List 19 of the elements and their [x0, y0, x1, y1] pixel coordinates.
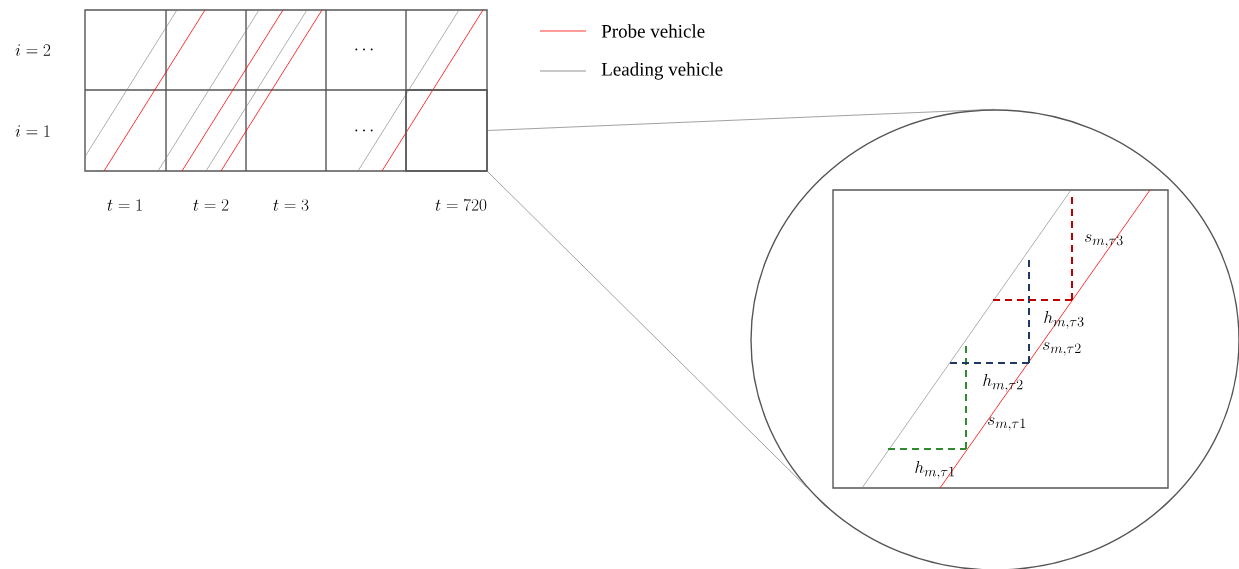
- variable-label: $s_{m,\tau 2}$: [1043, 342, 1081, 356]
- axis-label: $t = 3$: [273, 199, 309, 211]
- variable-label: $h_{m,\tau 2}$: [983, 373, 1023, 393]
- variable-label: $s_{m,\tau 3}$: [1085, 234, 1123, 248]
- axis-label: $t = 720$: [435, 198, 487, 211]
- legend-text: Leading vehicle: [601, 62, 723, 80]
- zoom-line: [487, 108, 996, 131]
- variable-label: $h_{m,\tau 3}$: [1044, 310, 1084, 330]
- axis-label: $i = 1$: [15, 125, 50, 137]
- axis-label: $t = 2$: [193, 199, 229, 211]
- ellipsis: $\cdots$: [355, 129, 373, 132]
- variable-label: $s_{m,\tau 1}$: [988, 417, 1026, 431]
- ellipsis: $\cdots$: [355, 48, 373, 51]
- variable-label: $h_{m,\tau 1}$: [915, 460, 954, 480]
- legend-text: Probe vehicle: [601, 24, 705, 38]
- zoom-line: [487, 171, 807, 488]
- axis-label: $t = 1$: [107, 199, 142, 211]
- zoomed-cell: [405, 89, 488, 172]
- axis-label: $i = 2$: [15, 44, 51, 56]
